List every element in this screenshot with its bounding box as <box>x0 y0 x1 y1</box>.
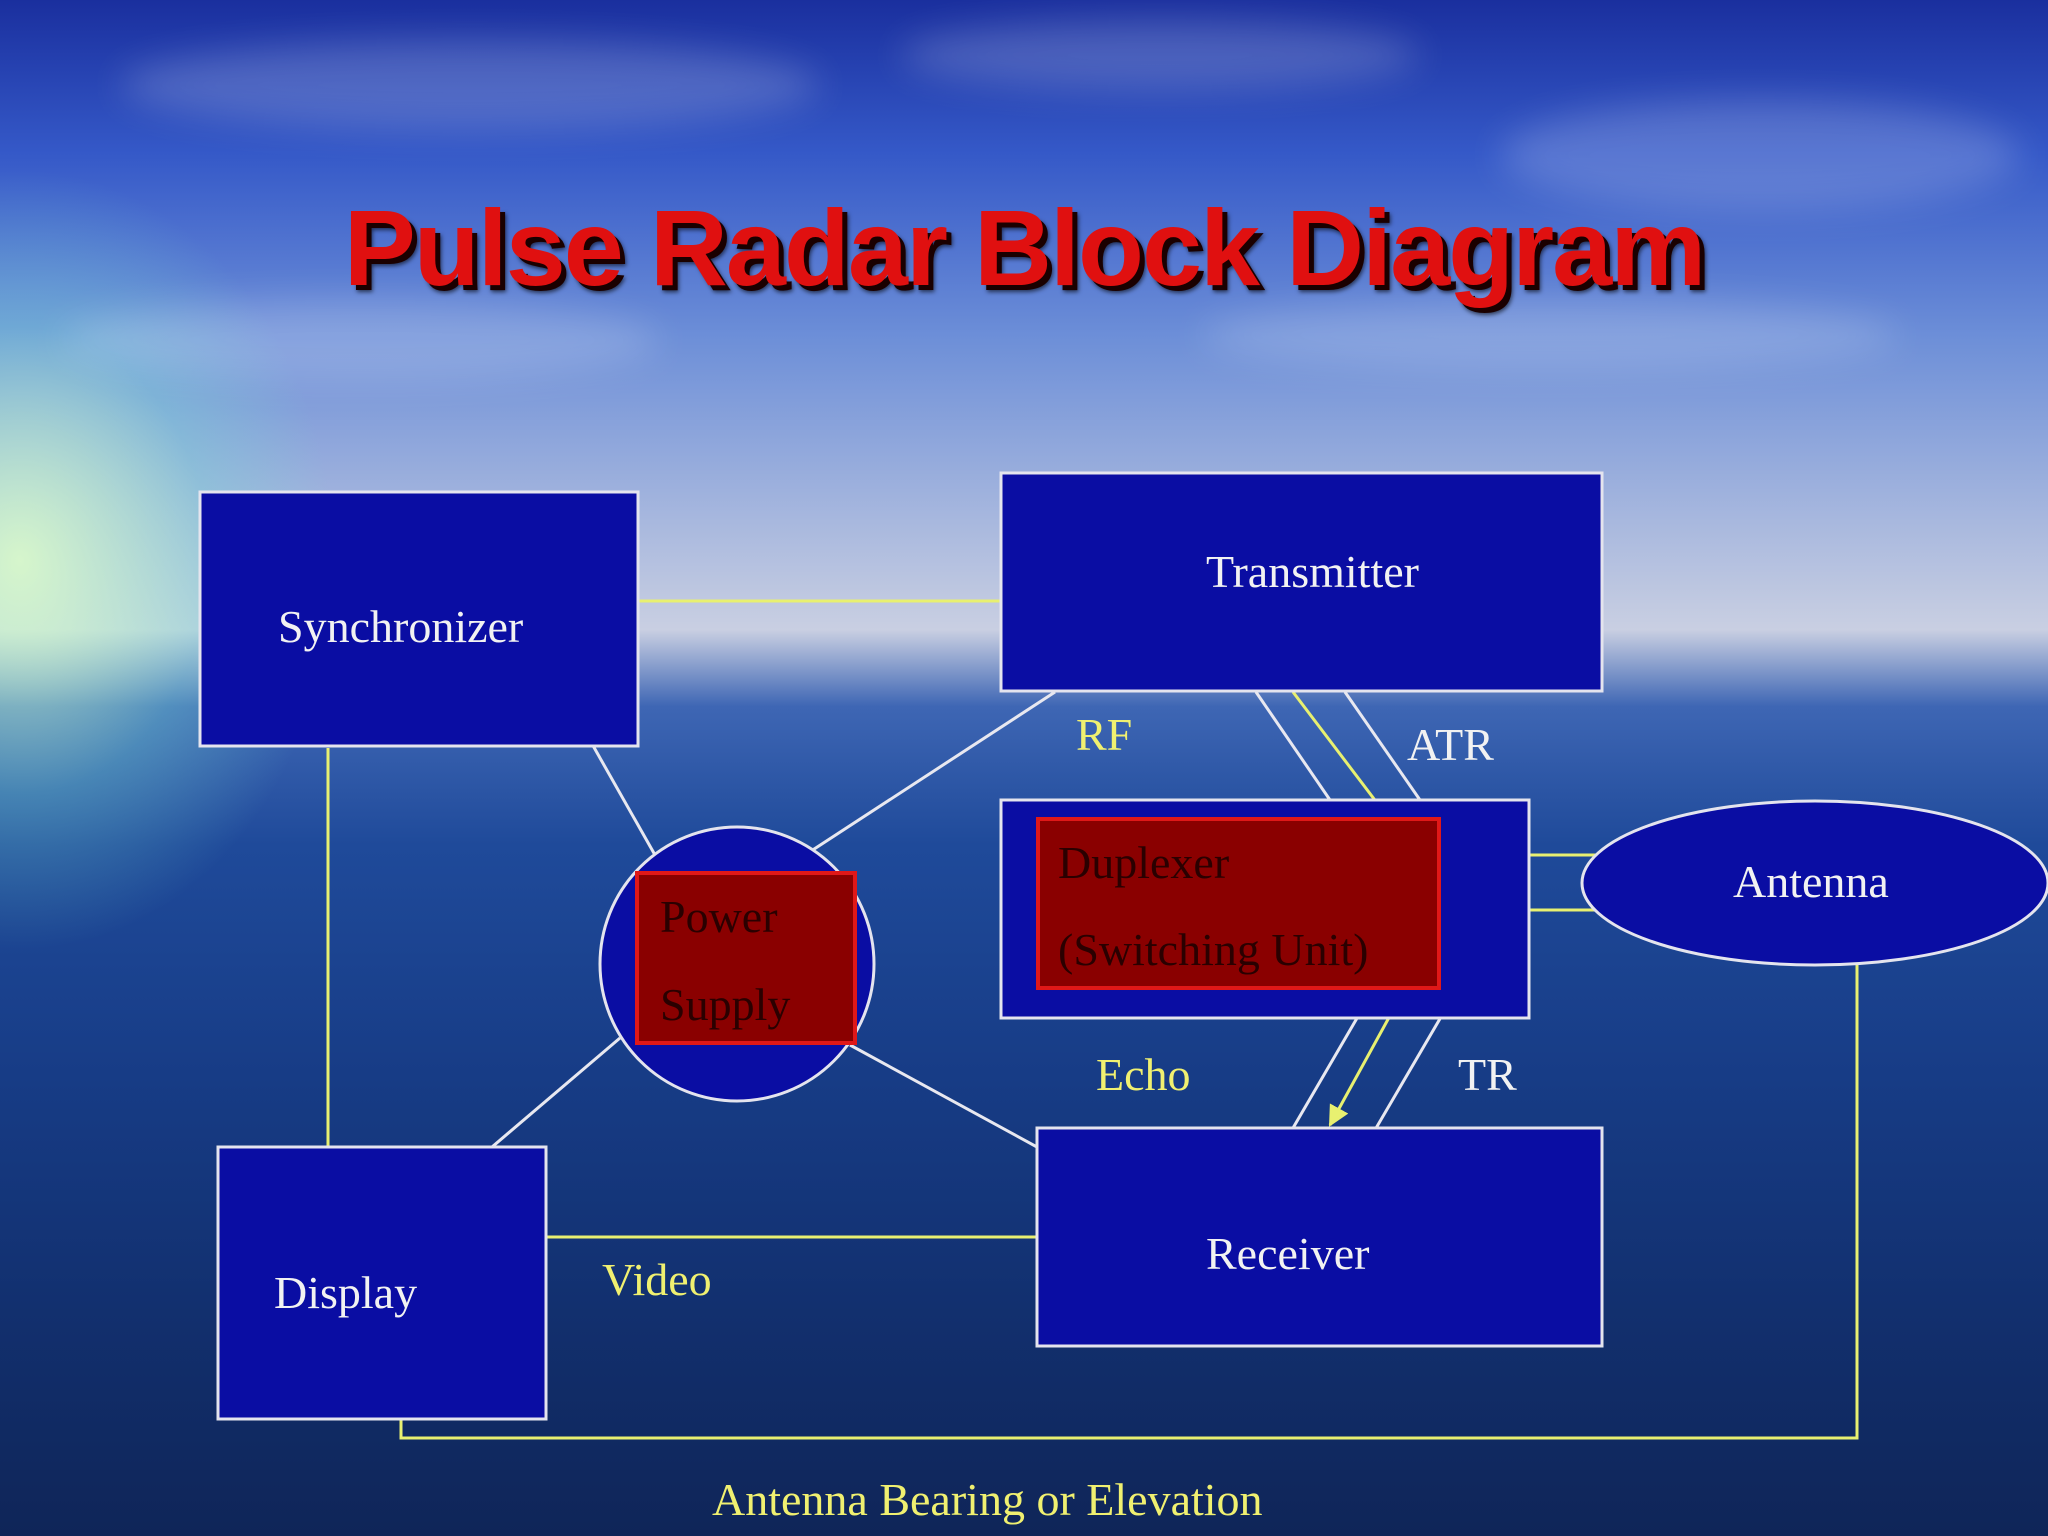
atr-label: ATR <box>1407 719 1494 770</box>
antenna-label: Antenna <box>1733 856 1889 907</box>
power-supply-block <box>635 871 857 1045</box>
tr-label: TR <box>1458 1049 1517 1100</box>
transmitter-label: Transmitter <box>1206 546 1419 597</box>
rf-label: RF <box>1076 709 1132 760</box>
duplexer-label: Duplexer <box>1058 837 1229 888</box>
echo-label: Echo <box>1096 1049 1191 1100</box>
synchronizer-block <box>198 490 640 748</box>
duplexer-block <box>1036 817 1441 990</box>
power-link-transmitter <box>804 690 1056 857</box>
power-supply-label: Power <box>660 891 778 942</box>
antenna-bearing-label: Antenna Bearing or Elevation <box>712 1474 1263 1525</box>
cloud <box>1500 100 2020 210</box>
cloud <box>900 20 1420 90</box>
atr-line-2 <box>1343 691 1422 801</box>
duplexer-sub-label: (Switching Unit) <box>1058 924 1368 975</box>
power-link-receiver <box>849 1043 1038 1149</box>
antenna-block <box>1580 799 2048 967</box>
synchronizer-label: Synchronizer <box>278 601 523 652</box>
display-label: Display <box>274 1267 417 1318</box>
transmitter-block <box>999 471 1604 693</box>
slide-title: Pulse Radar Block Diagram <box>343 187 1707 308</box>
power-supply-sub-label: Supply <box>660 979 790 1030</box>
cloud <box>120 40 820 130</box>
receiver-block <box>1035 1126 1604 1348</box>
power-link-display <box>491 1036 621 1149</box>
display-block <box>216 1145 548 1421</box>
receiver-label: Receiver <box>1206 1228 1369 1279</box>
cloud <box>1200 300 1900 370</box>
video-label: Video <box>602 1254 712 1305</box>
atr-line-1 <box>1254 691 1332 801</box>
power-link-synchronizer <box>581 727 657 856</box>
cloud <box>60 300 660 380</box>
